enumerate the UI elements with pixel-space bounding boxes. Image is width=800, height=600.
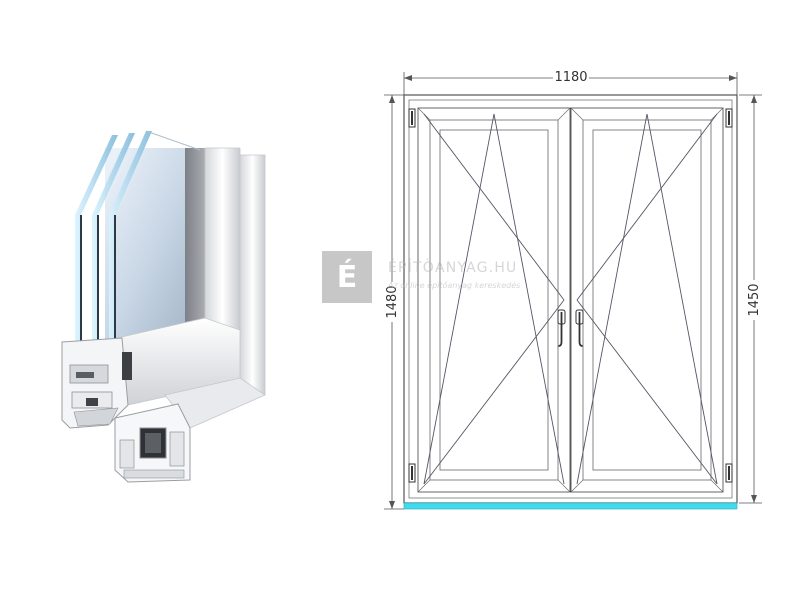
left-glass-pane	[439, 129, 549, 471]
profile-glazing-bead	[185, 148, 205, 322]
window-sill	[403, 502, 738, 510]
window-handle-icon	[575, 309, 584, 347]
dimension-width: 1180	[403, 68, 738, 98]
glass-pane-2	[92, 133, 135, 350]
window-handle-icon	[557, 309, 566, 347]
dimension-height-left-label: 1480	[385, 285, 400, 318]
turn-opening-line	[576, 113, 718, 301]
glass-pane-3	[109, 131, 152, 350]
profile-frame-outer	[239, 154, 266, 396]
turn-opening-line	[423, 113, 565, 301]
tilt-opening-line	[576, 113, 648, 485]
dimension-width-label: 1180	[554, 70, 587, 85]
window-profile-cross-section	[61, 130, 266, 483]
right-glass-pane	[592, 129, 702, 471]
dimension-height-right: 1450	[739, 94, 763, 504]
glass-pane-1	[75, 135, 118, 350]
dimension-height-right-label: 1450	[747, 283, 762, 316]
tilt-opening-line	[423, 113, 495, 485]
dimension-height-left: 1480	[383, 94, 404, 510]
window-technical-drawing: 1180 1480 1450	[383, 68, 763, 510]
left-sash	[408, 107, 571, 493]
right-sash	[570, 107, 733, 493]
profile-frame-vertical	[204, 147, 241, 331]
profile-glass-surface	[105, 148, 200, 342]
